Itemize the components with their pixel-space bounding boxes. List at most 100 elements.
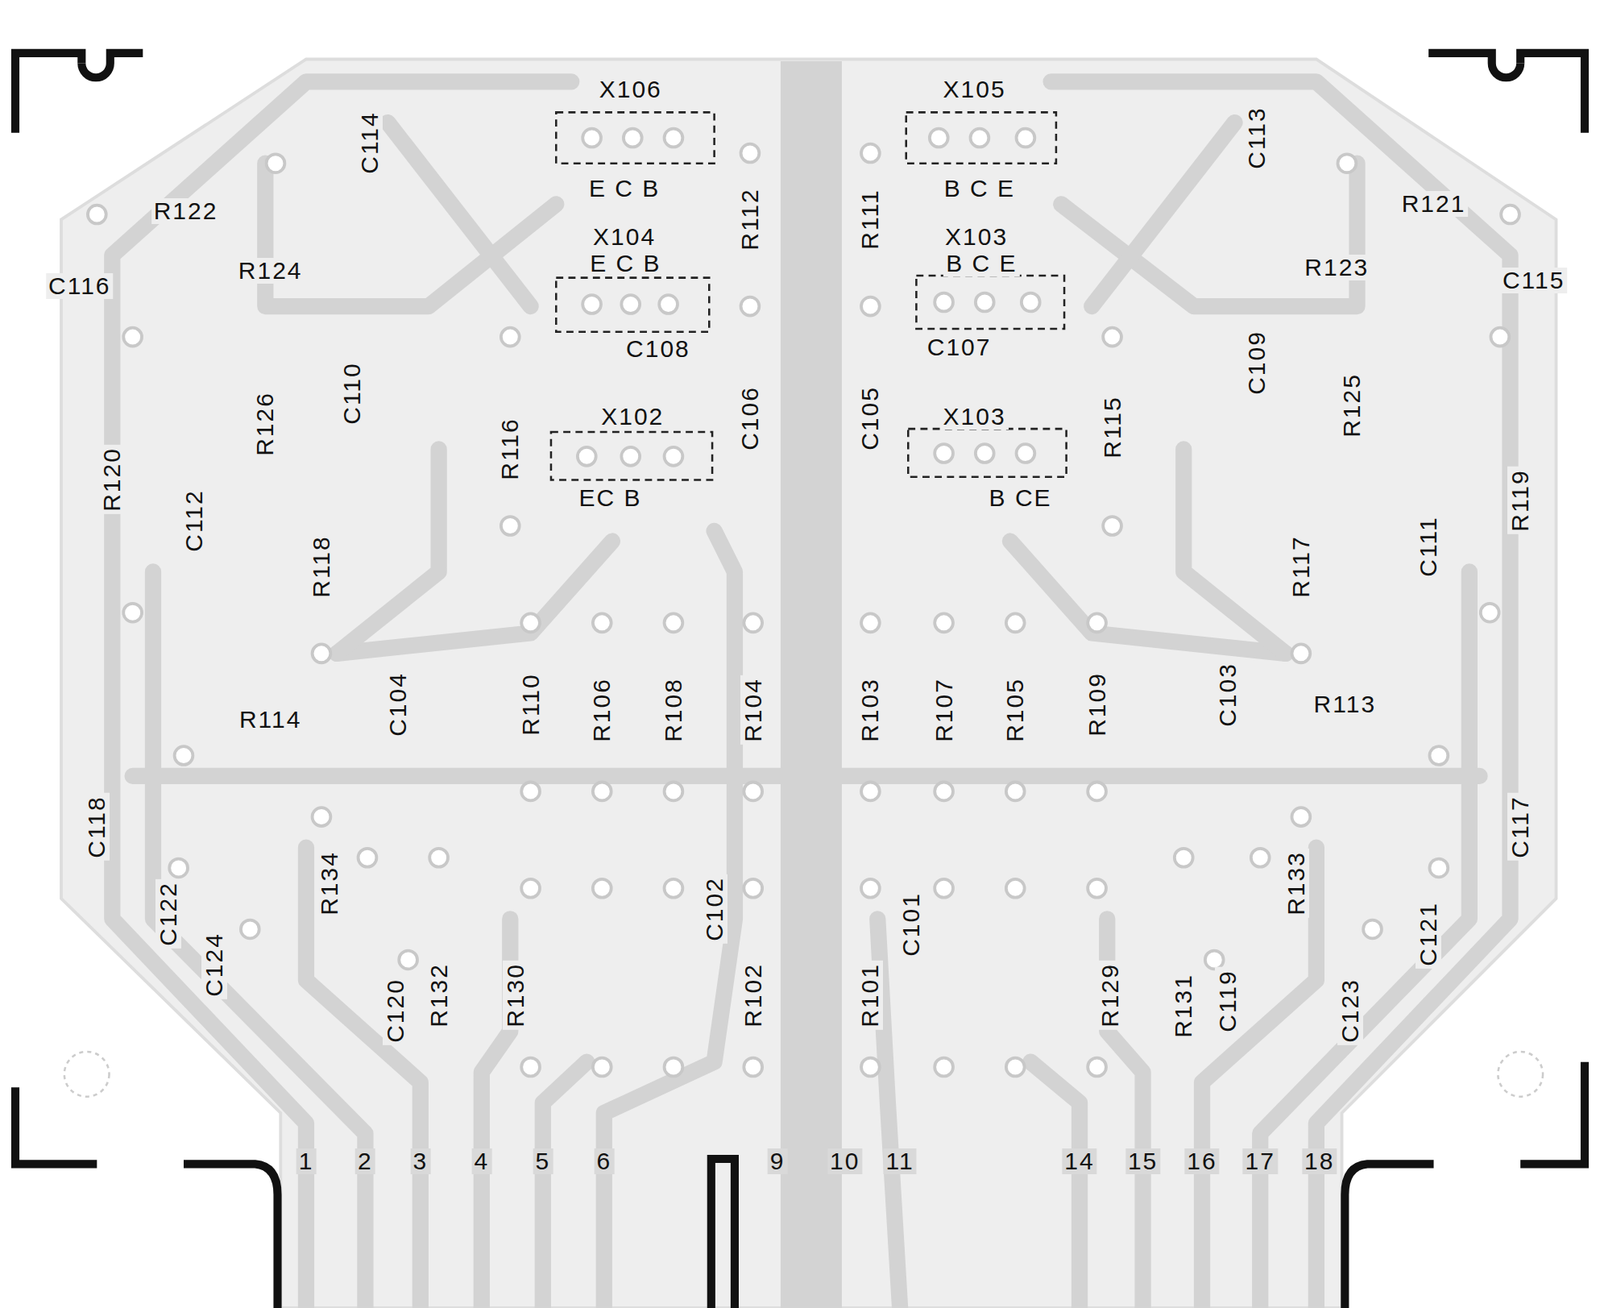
solder-pad: [1006, 782, 1025, 801]
solder-pad: [659, 294, 678, 314]
solder-pad: [1490, 327, 1509, 347]
part-label: R104: [740, 675, 767, 745]
solder-pad: [521, 1057, 540, 1077]
solder-pad: [621, 447, 640, 466]
solder-pad: [743, 782, 763, 801]
part-label: R115: [1099, 393, 1126, 461]
solder-pad: [501, 516, 520, 535]
solder-pad: [582, 128, 602, 148]
solder-pad: [975, 443, 995, 463]
solder-pad: [664, 128, 684, 148]
part-label: X106: [596, 76, 665, 103]
solder-pad: [1087, 782, 1107, 801]
solder-pad: [975, 293, 995, 312]
part-label: R130: [502, 960, 529, 1030]
solder-pad: [1021, 293, 1041, 312]
part-label: R119: [1507, 466, 1534, 535]
pin-number: 16: [1184, 1148, 1219, 1174]
part-label: X105: [940, 76, 1009, 103]
part-label: R121: [1399, 190, 1469, 217]
solder-pad: [934, 782, 954, 801]
part-label: C108: [623, 335, 693, 362]
solder-pad: [934, 293, 954, 312]
solder-pad: [934, 1057, 954, 1077]
solder-pad: [1429, 858, 1448, 878]
solder-pad: [398, 950, 418, 970]
part-label: C103: [1214, 659, 1241, 730]
part-label: E C B: [586, 175, 663, 202]
solder-pad: [1016, 443, 1036, 463]
solder-pad: [664, 1057, 684, 1077]
part-label: B CE: [986, 484, 1055, 511]
solder-pad: [664, 782, 684, 801]
part-label: C106: [737, 384, 763, 454]
part-label: R126: [252, 389, 278, 459]
part-label: C114: [356, 109, 383, 178]
solder-pad: [743, 1057, 763, 1077]
part-label: R129: [1097, 960, 1124, 1030]
solder-pad: [1102, 327, 1122, 347]
part-label: B C E: [943, 250, 1020, 277]
solder-pad: [623, 128, 643, 148]
solder-pad: [861, 1057, 880, 1077]
part-label: R106: [588, 675, 615, 745]
solder-pad: [123, 327, 142, 347]
solder-pad: [1006, 1057, 1025, 1077]
solder-pad: [1251, 848, 1270, 867]
solder-pad: [240, 920, 260, 939]
part-label: R120: [99, 445, 125, 515]
pin-number: 2: [355, 1148, 376, 1174]
part-label: R101: [857, 960, 883, 1030]
pin-number: 17: [1243, 1148, 1278, 1174]
solder-pad: [592, 782, 612, 801]
solder-pad: [87, 205, 107, 224]
solder-pad: [501, 327, 520, 347]
part-label: C121: [1415, 899, 1442, 969]
pin-number: 5: [532, 1148, 553, 1174]
part-label: C119: [1214, 966, 1241, 1035]
part-label: R111: [857, 186, 883, 253]
solder-pad: [861, 782, 880, 801]
part-label: B C E: [941, 175, 1018, 202]
solder-pad: [861, 144, 880, 163]
solder-pad: [861, 878, 880, 898]
part-label: R108: [660, 675, 687, 745]
part-label: C105: [857, 384, 883, 454]
part-label: R117: [1288, 532, 1314, 601]
solder-pad: [929, 128, 949, 148]
solder-pad: [1337, 153, 1356, 173]
part-label: C115: [1500, 267, 1568, 294]
solder-pad: [429, 848, 448, 867]
part-label: R131: [1170, 970, 1197, 1041]
solder-pad: [312, 807, 332, 826]
solder-pad: [1291, 643, 1310, 663]
solder-pad: [123, 603, 142, 622]
solder-pad: [577, 447, 597, 466]
solder-pad: [358, 848, 378, 867]
solder-pad: [741, 297, 760, 316]
solder-pad: [1500, 205, 1520, 224]
part-label: C109: [1243, 327, 1270, 398]
part-label: R132: [426, 960, 452, 1030]
part-label: X102: [598, 403, 667, 430]
part-label: C113: [1243, 103, 1270, 172]
pin-number: 1: [296, 1148, 317, 1174]
solder-pad: [1205, 950, 1224, 970]
solder-pad: [1174, 848, 1194, 867]
solder-pad: [1087, 613, 1107, 632]
pin-number: 9: [767, 1148, 788, 1174]
solder-pad: [1480, 603, 1500, 622]
part-label: C120: [382, 975, 409, 1045]
part-label: C104: [385, 669, 411, 739]
part-label: R116: [497, 415, 523, 484]
solder-pad: [1087, 1057, 1107, 1077]
part-label: C102: [701, 874, 728, 944]
solder-pad: [1016, 128, 1036, 148]
solder-pad: [970, 128, 990, 148]
pin-number: 11: [883, 1148, 917, 1174]
part-label: C111: [1415, 513, 1442, 579]
solder-pad: [934, 613, 954, 632]
solder-pad: [741, 144, 760, 163]
part-label: R133: [1283, 848, 1310, 918]
